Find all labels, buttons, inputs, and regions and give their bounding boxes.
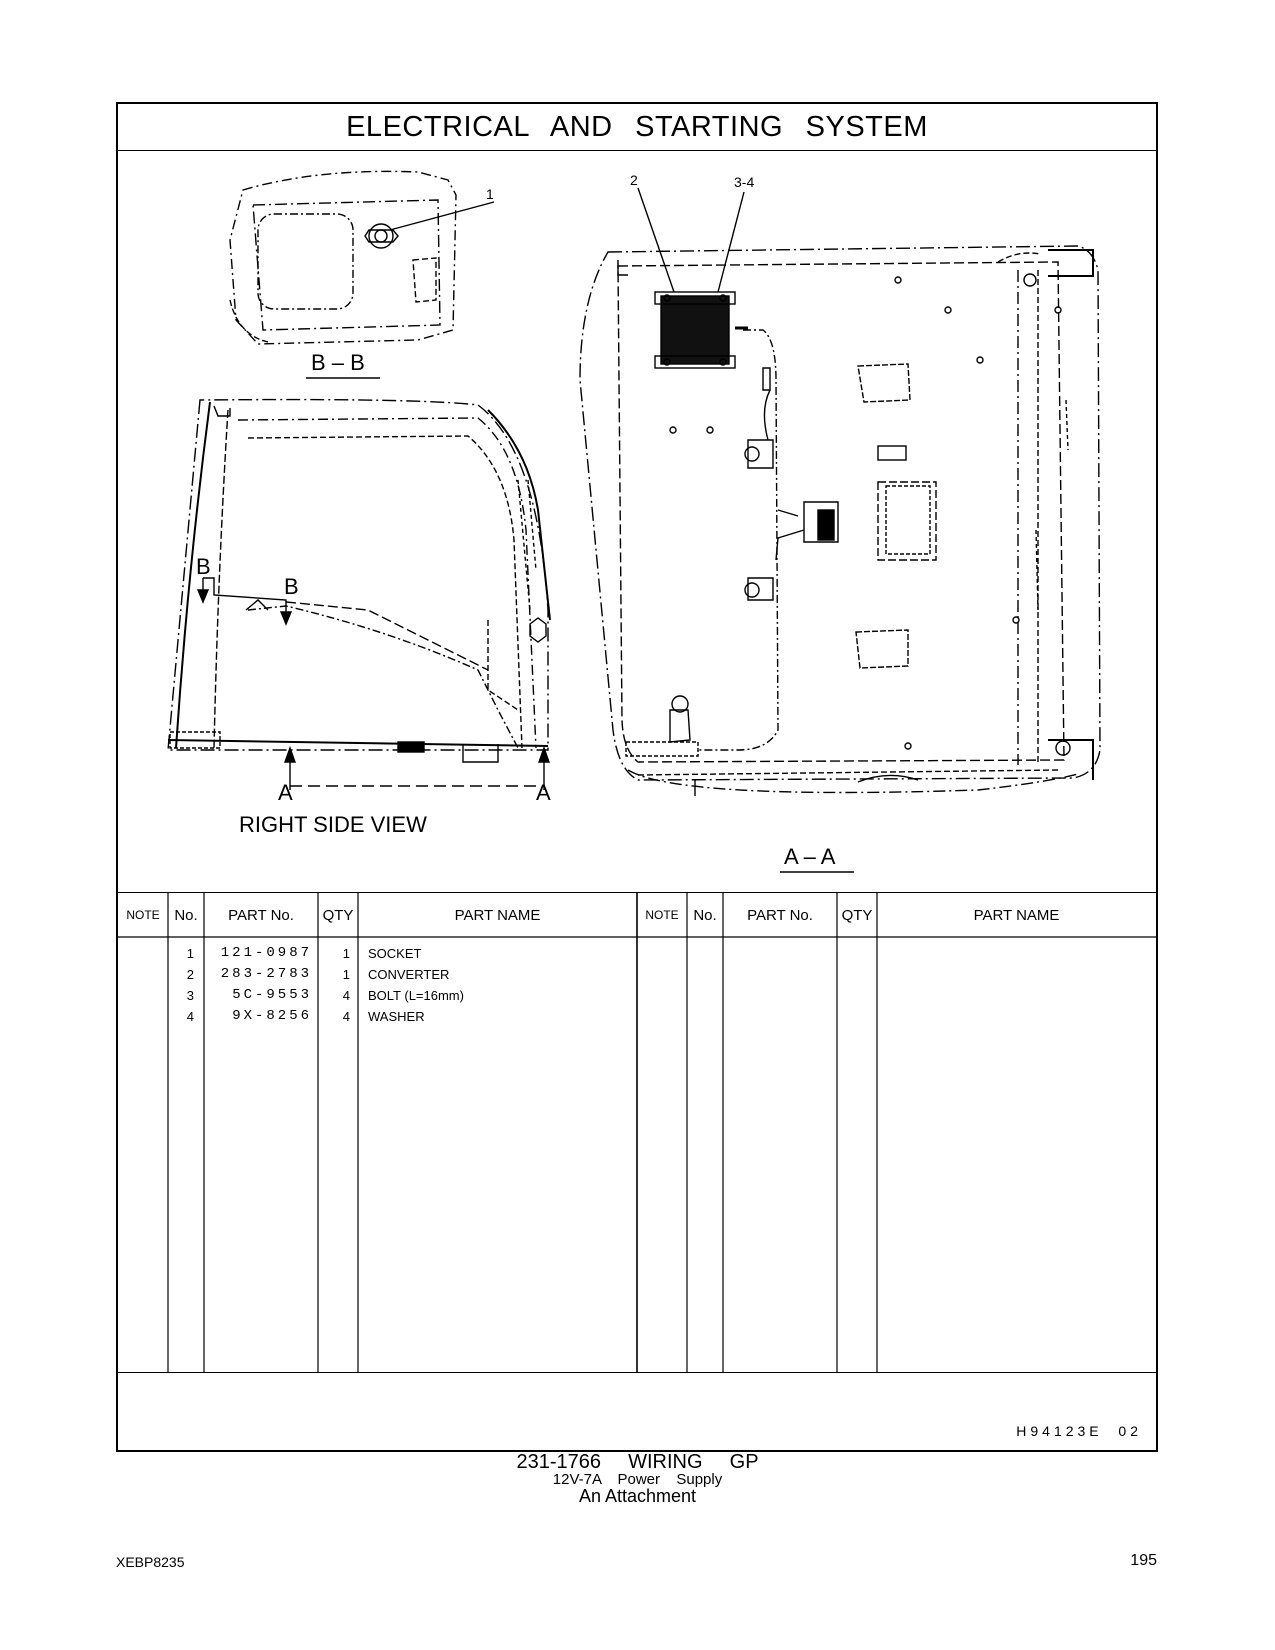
header-no-right: No. [693, 906, 717, 924]
header-part-no-right: PART No. [747, 906, 813, 924]
row-no: 2 [186, 967, 194, 982]
row-part-name: SOCKET [368, 946, 422, 961]
row-no: 3 [186, 988, 194, 1003]
section-a-marker [284, 745, 550, 790]
group-title: 231-1766 WIRING GP [516, 1451, 759, 1473]
header-part-name-left: PART NAME [454, 906, 541, 924]
aa-section-label: A – A [784, 844, 836, 869]
row-part-no: 9X-8256 [232, 1008, 312, 1024]
technical-drawing: 1 2 3-4 B – B B B A A RIGHT SIDE VIEW A … [118, 150, 1156, 892]
header-part-no-left: PART No. [228, 906, 294, 924]
row-part-name: BOLT (L=16mm) [368, 988, 464, 1003]
header-no-left: No. [174, 906, 198, 924]
row-part-no: 5C-9553 [232, 987, 312, 1003]
row-no: 4 [186, 1009, 194, 1024]
section-a-label-right: A [536, 780, 551, 805]
title-bar: ELECTRICAL AND STARTING SYSTEM [118, 104, 1156, 151]
document-code: XEBP8235 [116, 1554, 185, 1570]
callout-1: 1 [486, 186, 494, 202]
parts-table: NOTE No. PART No. QTY PART NAME NOTE No.… [118, 892, 1156, 1373]
table-grid [118, 893, 1156, 1373]
row-qty: 4 [342, 1009, 350, 1024]
row-no: 1 [186, 946, 194, 961]
header-qty-left: QTY [322, 906, 354, 924]
row-qty: 1 [342, 946, 350, 961]
parts-sheet: ELECTRICAL AND STARTING SYSTEM [116, 102, 1158, 1452]
bb-section-label: B – B [311, 350, 365, 375]
header-part-name-right: PART NAME [973, 906, 1060, 924]
callout-2: 2 [630, 172, 638, 188]
drawing-number: H94123E 02 [1016, 1423, 1142, 1439]
row-part-name: CONVERTER [368, 967, 450, 982]
group-subtitle: 12V-7A Power Supply [552, 1471, 723, 1488]
aa-view-illustration [579, 187, 1101, 796]
right-side-view-illustration [167, 398, 551, 763]
row-part-no: 283-2783 [220, 966, 312, 982]
section-b-marker [196, 577, 293, 626]
drawing-svg [167, 170, 1101, 873]
header-note-right: NOTE [645, 908, 679, 922]
section-a-label-left: A [278, 780, 293, 805]
sheet-footer: H94123E 02 [118, 1372, 1156, 1451]
callout-3-4: 3-4 [734, 174, 755, 190]
header-note-left: NOTE [126, 908, 160, 922]
row-part-name: WASHER [368, 1009, 425, 1024]
row-qty: 1 [342, 967, 350, 982]
bb-view-illustration [229, 170, 495, 345]
page-number: 195 [1130, 1552, 1157, 1569]
header-qty-right: QTY [841, 906, 873, 924]
group-caption: 231-1766 WIRING GP 12V-7A Power Supply A… [0, 1452, 1275, 1505]
section-b-label-right: B [284, 574, 299, 599]
right-side-view-label: RIGHT SIDE VIEW [239, 812, 427, 837]
row-part-no: 121-0987 [220, 945, 312, 961]
group-note: An Attachment [578, 1486, 697, 1506]
page-title: ELECTRICAL AND STARTING SYSTEM [346, 110, 928, 143]
row-qty: 4 [342, 988, 350, 1003]
section-b-label-left: B [196, 554, 211, 579]
